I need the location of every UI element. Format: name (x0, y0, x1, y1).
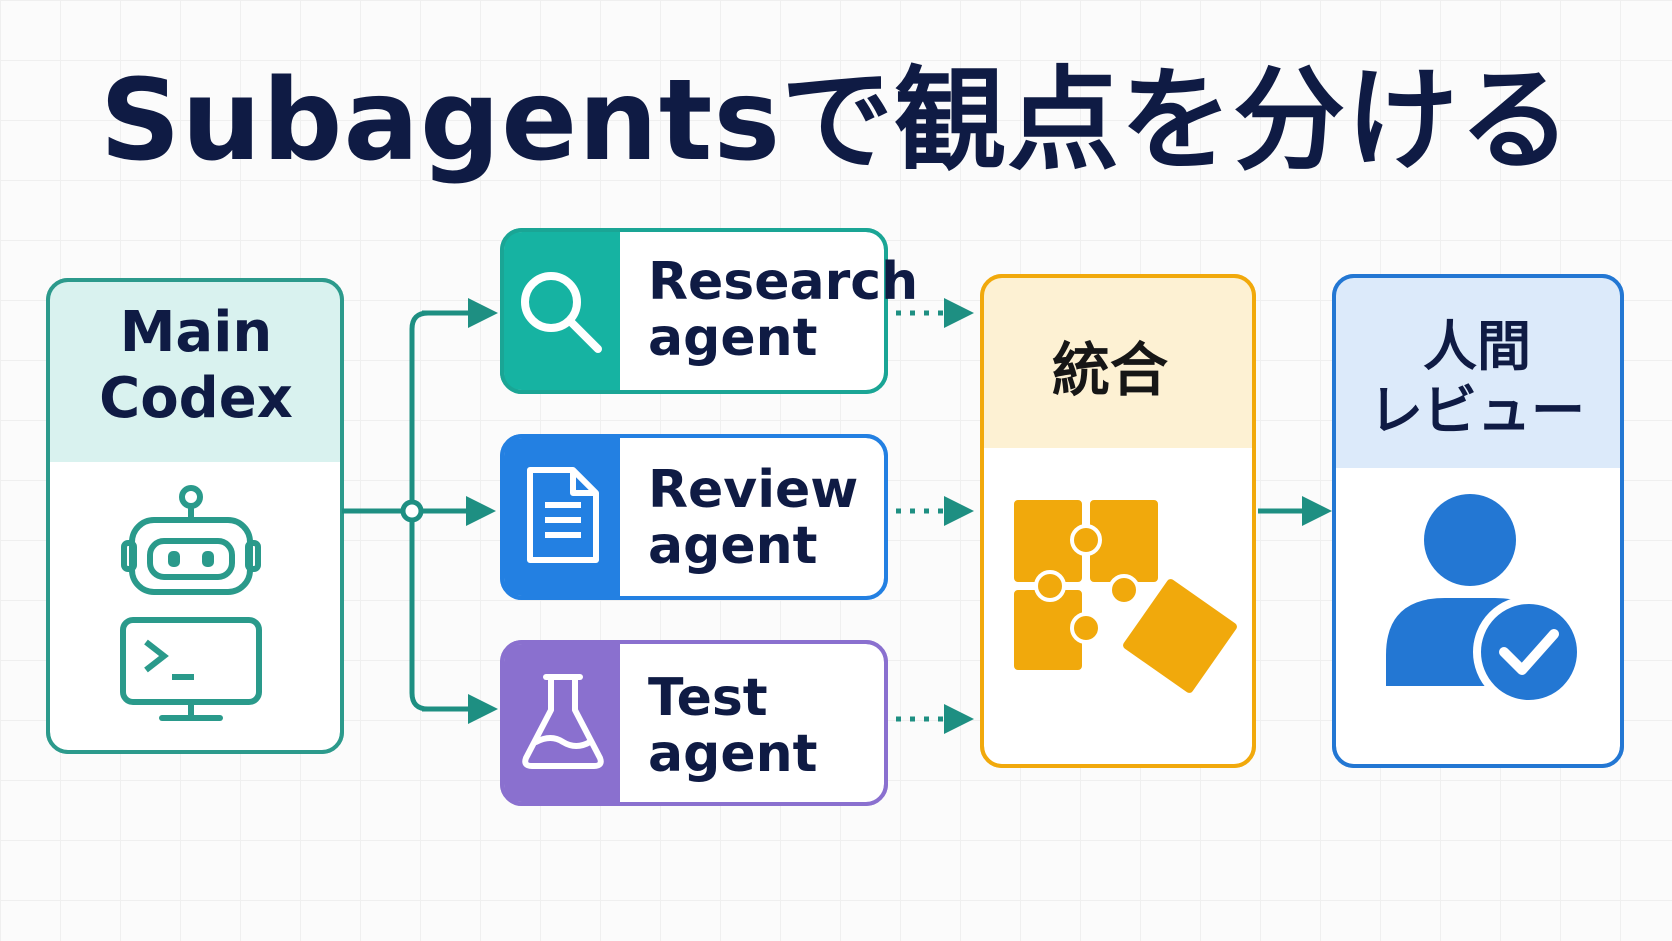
merge-label: 統合 (1051, 336, 1168, 404)
research-agent-card (500, 228, 888, 394)
main-codex-label: Main Codex (52, 300, 340, 432)
human-review-label-line2: レビュー (1369, 379, 1585, 442)
main-codex-label-line1: Main (119, 300, 273, 365)
review-agent-label-line2: agent (648, 516, 818, 576)
research-agent-label: Research agent (648, 252, 919, 368)
flask-icon (522, 674, 604, 769)
search-icon (521, 272, 602, 353)
document-icon (527, 467, 599, 563)
main-codex-label-line2: Codex (99, 366, 293, 431)
research-agent-label-line1: Research (648, 252, 919, 312)
terminal-icon (120, 617, 262, 721)
test-agent-label: Test agent (648, 670, 893, 782)
puzzle-icon (1010, 496, 1241, 697)
test-agent-label-line1: Test (648, 668, 768, 728)
review-agent-label-line1: Review (648, 460, 859, 520)
main-codex-node (46, 278, 344, 754)
merge-node (980, 274, 1256, 768)
human-review-node (1332, 274, 1624, 768)
page-title: Subagentsで観点を分ける (99, 56, 1573, 186)
robot-icon (121, 485, 261, 595)
user-check-icon (1386, 494, 1585, 708)
human-review-label-line1: 人間 (1423, 315, 1531, 378)
review-agent-card (500, 434, 888, 600)
connectors (342, 298, 1332, 734)
test-agent-label-line2: agent (648, 724, 818, 784)
review-agent-label: Review agent (648, 462, 893, 574)
human-review-label: 人間 レビュー (1338, 315, 1616, 443)
test-agent-card (500, 640, 888, 806)
research-agent-label-line2: agent (648, 308, 818, 368)
